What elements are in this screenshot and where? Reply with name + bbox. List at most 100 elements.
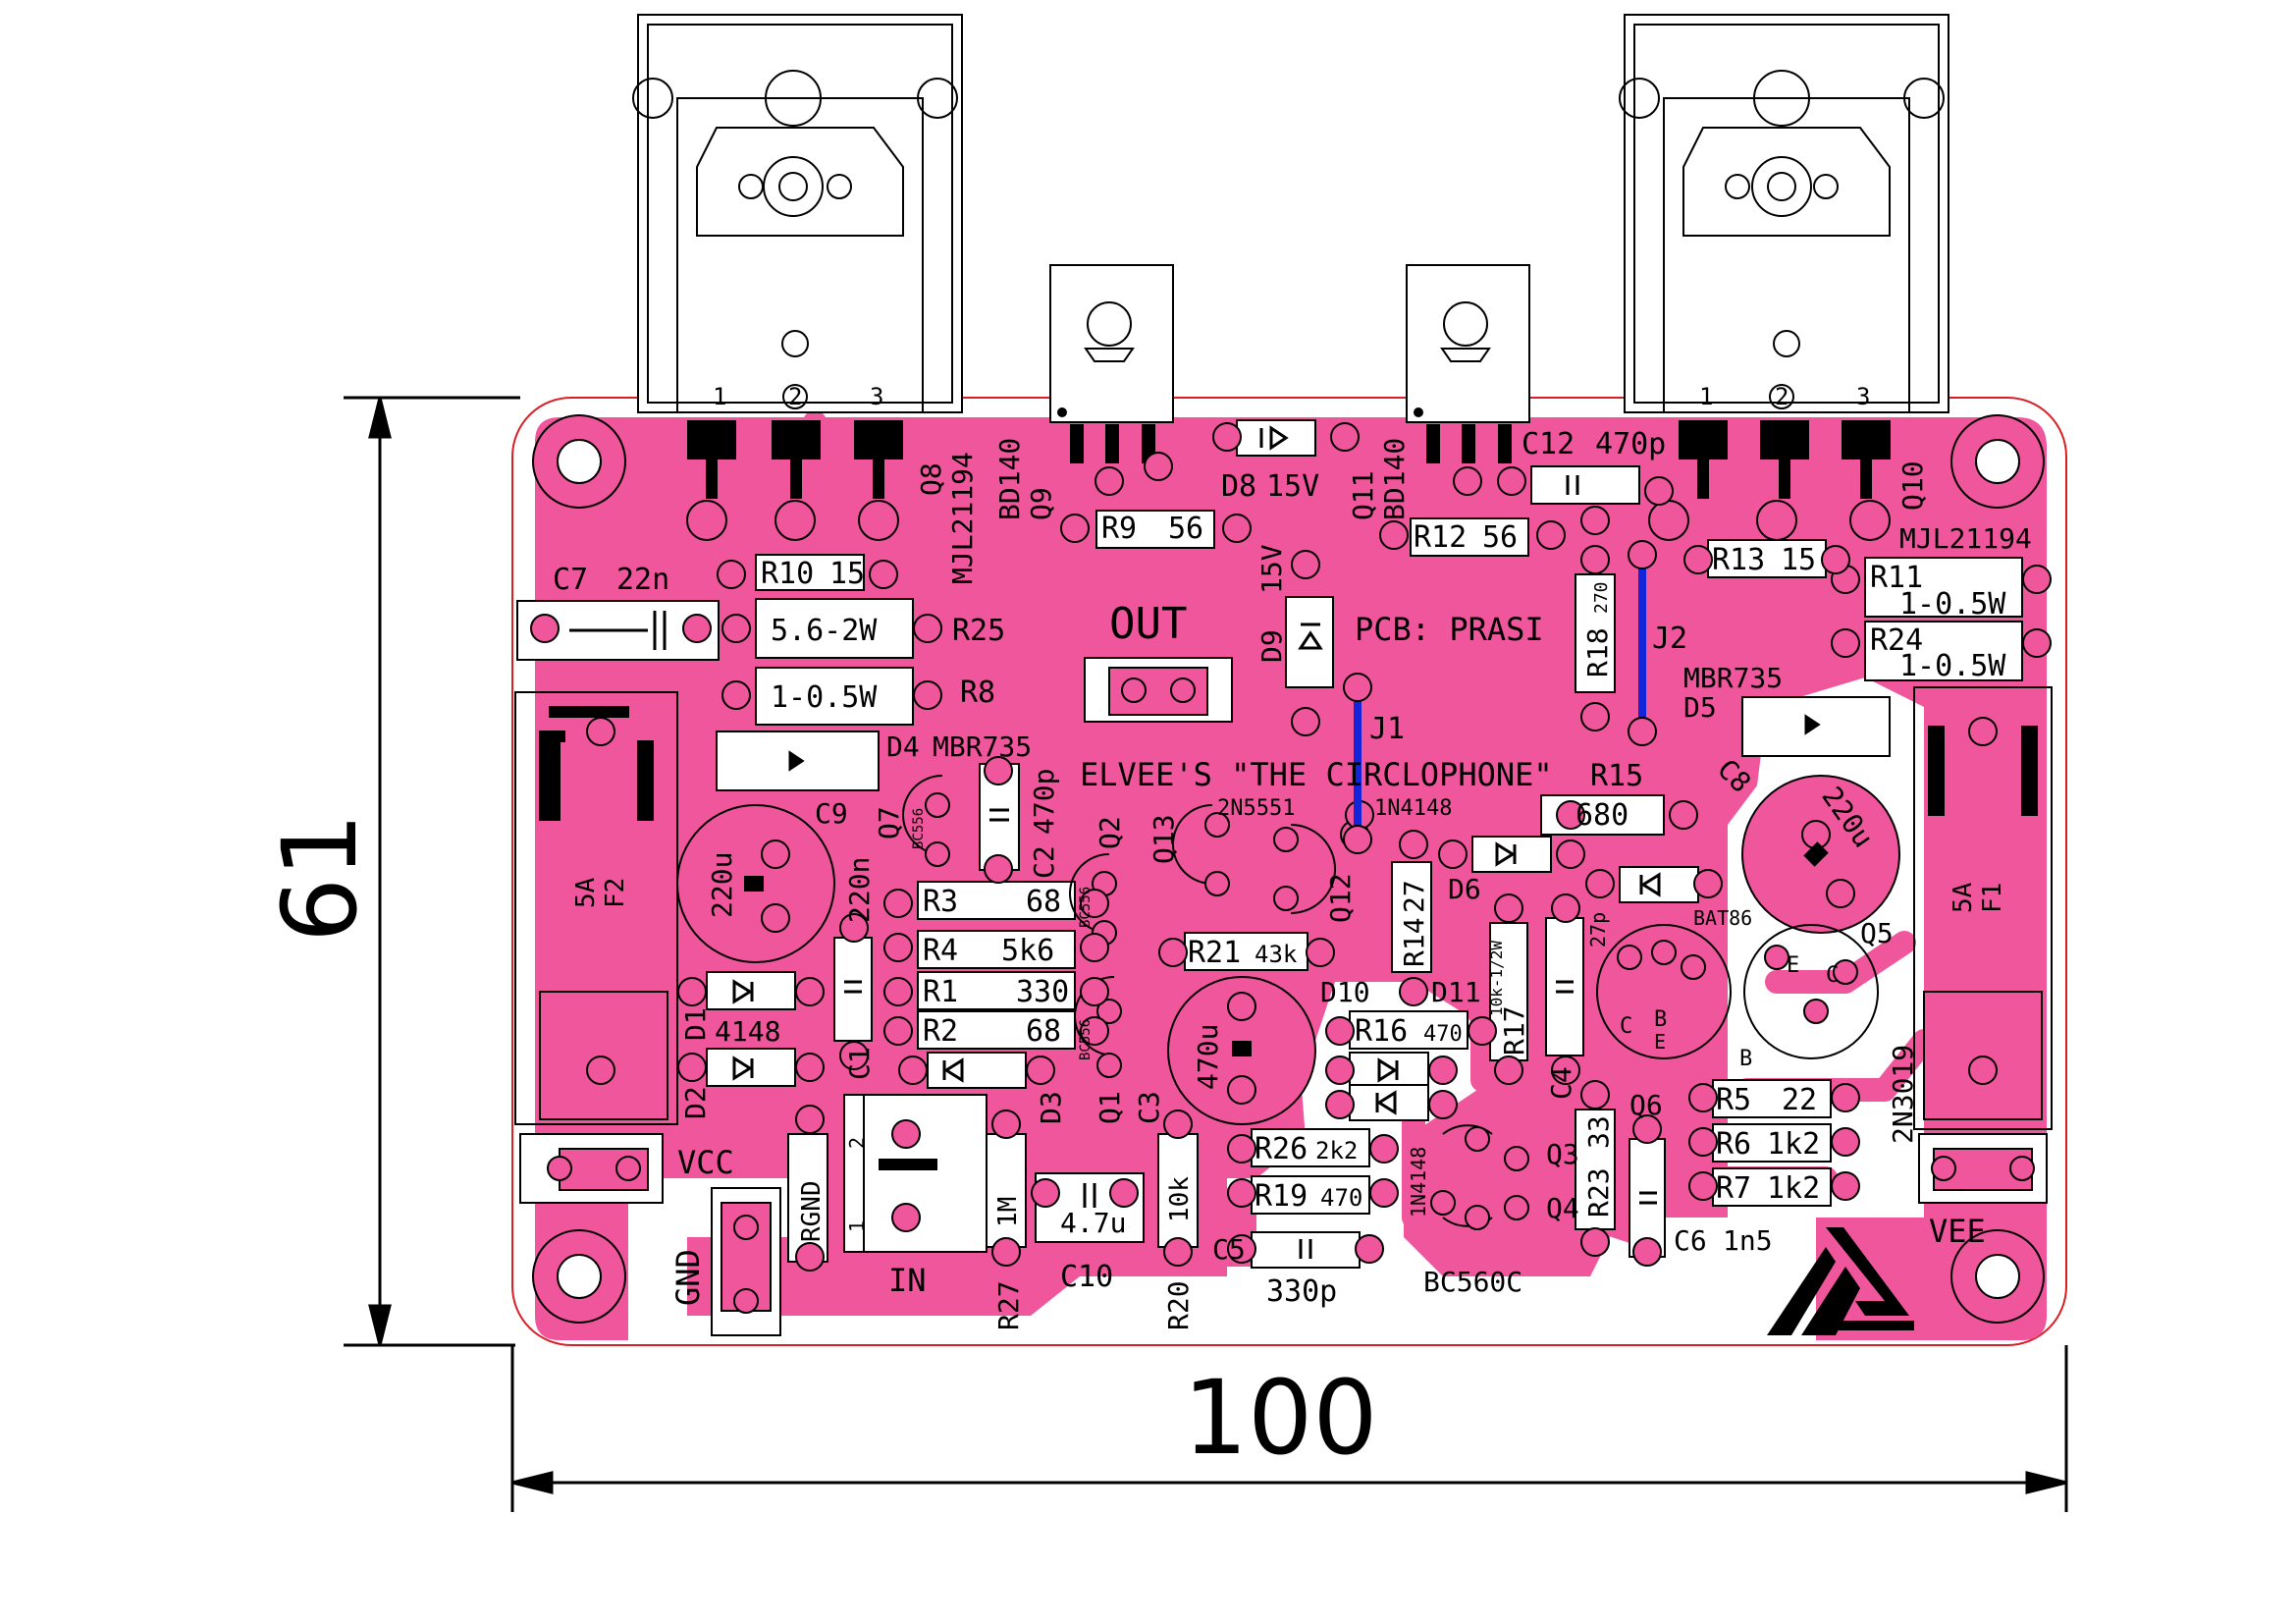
q8-pin-2-ring (782, 384, 808, 409)
d8-ref: D8 (1221, 469, 1256, 504)
pcb-label: PCB: PRASI (1355, 611, 1544, 648)
r15-ref: R15 (1590, 759, 1643, 793)
c3-ref: C3 (1133, 1091, 1165, 1124)
q6-pin-c: C (1620, 1014, 1632, 1039)
c5-ref: C5 (1212, 1233, 1246, 1266)
q11-part: BD140 (1378, 438, 1411, 520)
designer-logo (1767, 1227, 1914, 1335)
r27-ref: R27 (992, 1280, 1025, 1330)
r10-ref: R10 (761, 557, 814, 591)
r3-ref: R3 (923, 885, 958, 919)
q8-pin-2: 2 (788, 383, 802, 410)
c6-value: 1n5 (1723, 1224, 1773, 1257)
r6-value: 1k2 (1767, 1127, 1820, 1162)
q10-pin-2: 2 (1775, 383, 1789, 410)
d10-part: 1N4148 (1407, 1147, 1430, 1218)
q5-pin-c: C (1826, 963, 1839, 988)
r20-value: 10k (1165, 1176, 1195, 1222)
r13-value: 15 (1781, 543, 1816, 577)
d6-ref: D6 (1448, 873, 1481, 905)
fuse-f2-value: 5A (571, 877, 601, 908)
c6-ref: C6 (1674, 1224, 1707, 1257)
r19-ref: R19 (1255, 1179, 1308, 1214)
r7-ref: R7 (1716, 1171, 1751, 1206)
q3-ref: Q3 (1546, 1138, 1579, 1170)
q6-pin-b: B (1654, 1007, 1667, 1032)
r2-ref: R2 (923, 1014, 958, 1049)
r10-value: 15 (829, 557, 865, 591)
q1-part: BC556 (1078, 1019, 1094, 1060)
c10-ref: C10 (1060, 1260, 1113, 1294)
d5-ref: D5 (1683, 691, 1717, 724)
r11-value: 1-0.5W (1899, 587, 2006, 622)
large-pads (547, 667, 2035, 1314)
r23-value: 33 (1582, 1115, 1615, 1149)
r12-ref: R12 (1414, 520, 1467, 555)
j2-label: J2 (1652, 622, 1687, 656)
fuse-f1-value: 5A (1949, 882, 1978, 913)
c1-value: 220n (843, 857, 876, 923)
height-dimension-label: 61 (260, 813, 380, 943)
d1-value: 4148 (715, 1015, 780, 1048)
r16-ref: R16 (1355, 1014, 1408, 1049)
c5-value: 330p (1266, 1274, 1337, 1309)
j1-label: J1 (1369, 712, 1405, 746)
r3-value: 68 (1026, 885, 1061, 919)
q11-ref: Q11 (1347, 470, 1379, 520)
r21-ref: R21 (1188, 936, 1241, 970)
r18-value: 270 (1591, 581, 1612, 614)
r1-value: 330 (1016, 975, 1069, 1009)
q9-driver-transistor (1049, 264, 1174, 423)
polarity-markers (744, 841, 1829, 1170)
r16-value: 470 (1423, 1022, 1463, 1047)
jumper-pads (1343, 540, 1657, 854)
fuse-f1-ref: F1 (1978, 883, 2007, 913)
c12-value: 470p (1595, 427, 1666, 461)
q6-ref: Q6 (1629, 1089, 1663, 1121)
power-transistor-pads (687, 420, 1891, 499)
r24-value: 1-0.5W (1899, 649, 2006, 683)
r8-ref: R8 (960, 676, 995, 710)
c2-value: 470p (1028, 769, 1060, 835)
q10-power-transistor (1619, 14, 1949, 413)
c3-value: 470u (1192, 1024, 1224, 1090)
q13-ref: Q13 (1148, 814, 1180, 864)
c12-ref: C12 (1522, 427, 1575, 461)
r12-value: 56 (1482, 520, 1518, 555)
q2-ref: Q2 (1094, 816, 1126, 849)
q7-part: BC556 (911, 808, 927, 849)
c4-value: 27p (1586, 912, 1610, 947)
q5-ref: Q5 (1860, 917, 1894, 949)
in-label: IN (888, 1262, 927, 1299)
rgnd-label: RGND (797, 1180, 827, 1242)
r15-value: 680 (1575, 798, 1629, 833)
r26-ref: R26 (1255, 1132, 1308, 1166)
r20-ref: R20 (1162, 1280, 1195, 1330)
q6-pin-e: E (1654, 1030, 1666, 1054)
r5-value: 22 (1782, 1083, 1817, 1117)
c9-ref: C9 (815, 797, 848, 830)
r8-value: 1-0.5W (771, 680, 878, 715)
board-edge (511, 397, 2067, 1346)
d9-ref: D9 (1255, 629, 1288, 663)
through-hole-pads (530, 422, 2052, 1272)
in-pin-2: 2 (845, 1137, 869, 1149)
d9-value: 15V (1255, 544, 1288, 594)
q8-part: MJL21194 (946, 452, 979, 584)
q1-ref: Q1 (1094, 1091, 1126, 1124)
r6-ref: R6 (1716, 1127, 1751, 1162)
c4-ref: C4 (1545, 1066, 1577, 1100)
q10-pin-3: 3 (1856, 383, 1870, 410)
c7-ref: C7 (553, 563, 588, 597)
q11-driver-transistor (1406, 264, 1530, 423)
fuse-f1-holder (1913, 686, 2053, 1130)
r26-value: 2k2 (1315, 1137, 1358, 1164)
r7-value: 1k2 (1767, 1171, 1820, 1206)
r19-value: 470 (1320, 1184, 1362, 1212)
r18-ref: R18 (1581, 627, 1614, 677)
d2-ref: D2 (679, 1086, 712, 1119)
d4-value: MBR735 (933, 731, 1032, 763)
q3q4-part: BC560C (1423, 1266, 1522, 1298)
r14-value: 27 (1398, 880, 1430, 913)
